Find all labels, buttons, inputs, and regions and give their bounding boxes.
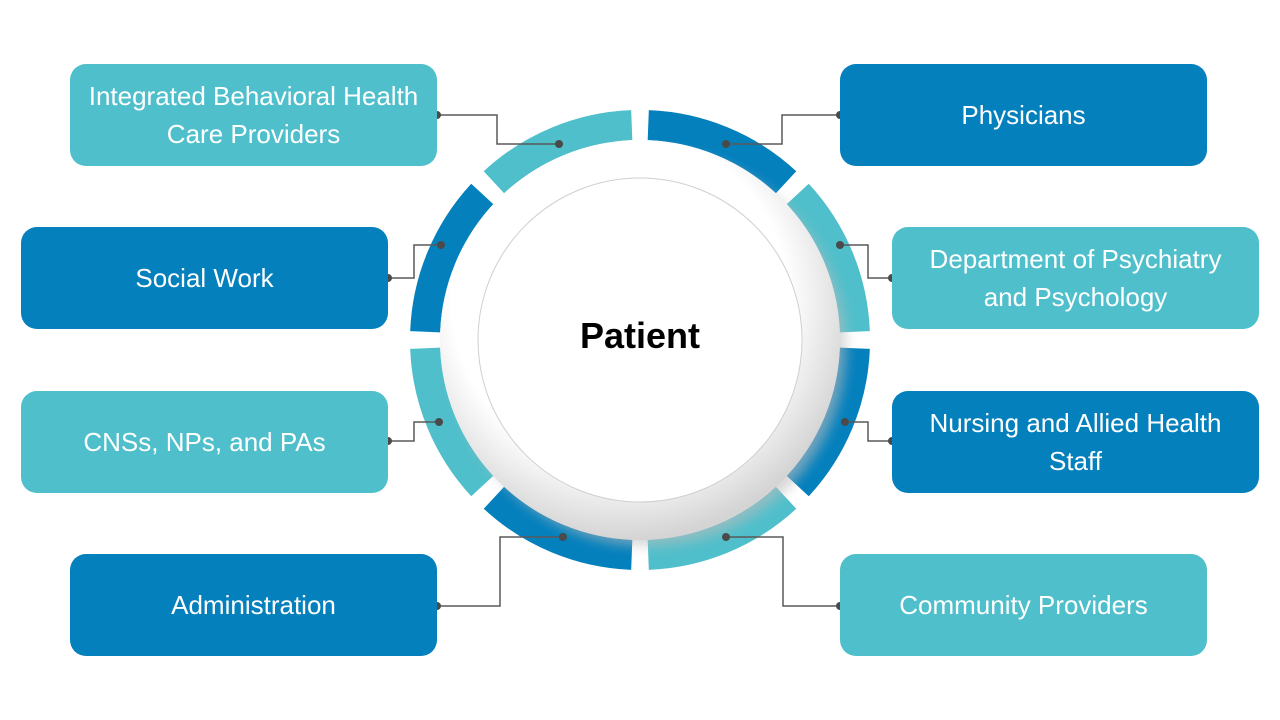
node-label: Physicians [961, 100, 1086, 130]
ring-dot-community-providers [722, 533, 730, 541]
connector-line-nursing-and-allied [845, 421, 892, 442]
node-label: Community Providers [899, 590, 1148, 620]
ring-dot-social-work [437, 241, 445, 249]
node-label: Administration [171, 590, 336, 620]
ring-dot-nursing-and-allied [841, 418, 849, 426]
node-label: Department of Psychiatry and Psychology [929, 244, 1222, 312]
ring-segment-department-of-psychiatry [786, 183, 870, 333]
node-cnss-nps-pas[interactable]: CNSs, NPs, and PAs [21, 391, 388, 493]
ring-dot-integrated-behavioral [555, 140, 563, 148]
node-label: Social Work [135, 263, 274, 293]
connector-line-social-work [388, 244, 441, 279]
connector-line-department-of-psychiatry [840, 244, 892, 279]
node-administration[interactable]: Administration [70, 554, 437, 656]
ring-segment-integrated-behavioral [483, 110, 633, 194]
node-label: CNSs, NPs, and PAs [83, 427, 326, 457]
node-label: Nursing and Allied Health Staff [929, 408, 1222, 476]
ring-segment-social-work [410, 183, 494, 333]
node-department-of-psychiatry[interactable]: Department of Psychiatry and Psychology [892, 227, 1259, 329]
ring-segment-cnss-nps-pas [410, 347, 494, 497]
connector-line-cnss-nps-pas [388, 421, 439, 442]
connector-line-physicians [726, 114, 840, 145]
center-label: Patient [579, 315, 701, 356]
ring-dot-department-of-psychiatry [836, 241, 844, 249]
ring-segment-administration [483, 486, 633, 570]
ring-segment-physicians [647, 110, 797, 194]
center-disc [477, 177, 803, 503]
node-community-providers[interactable]: Community Providers [840, 554, 1207, 656]
node-social-work[interactable]: Social Work [21, 227, 388, 329]
ring-dot-cnss-nps-pas [435, 418, 443, 426]
node-nursing-and-allied[interactable]: Nursing and Allied Health Staff [892, 391, 1259, 493]
connector-line-administration [437, 536, 563, 607]
node-label: Integrated Behavioral Health Care Provid… [88, 81, 419, 149]
node-integrated-behavioral[interactable]: Integrated Behavioral Health Care Provid… [70, 64, 437, 166]
connector-line-integrated-behavioral [437, 114, 559, 145]
connector-line-community-providers [726, 536, 840, 607]
node-physicians[interactable]: Physicians [840, 64, 1207, 166]
ring-dot-administration [559, 533, 567, 541]
ring-dot-physicians [722, 140, 730, 148]
